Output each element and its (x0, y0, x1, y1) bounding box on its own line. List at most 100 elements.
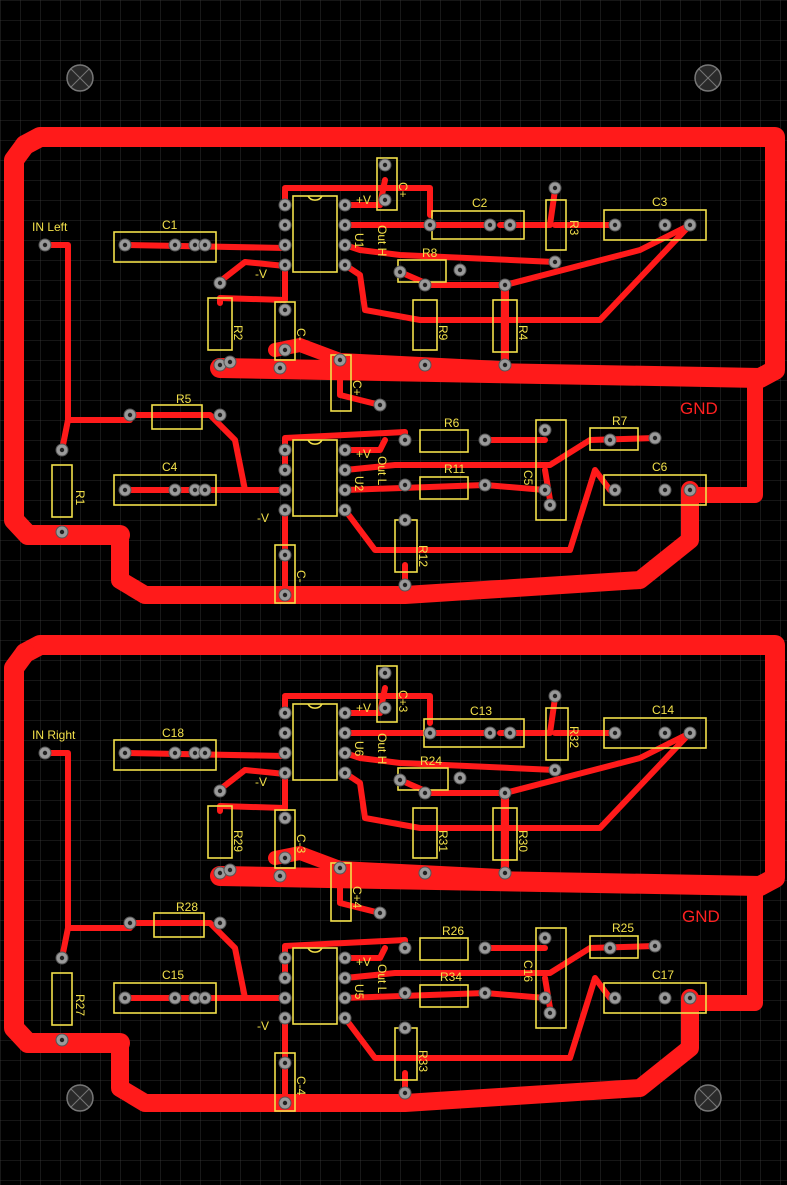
drill-hole (227, 867, 233, 873)
drill-hole (217, 412, 223, 418)
drill-hole (502, 282, 508, 288)
output-label-low: Out L (375, 964, 389, 994)
rail-label-pos: +V (356, 701, 371, 715)
opamp-u5-outline (292, 947, 338, 1025)
drill-hole (402, 1025, 408, 1031)
drill-hole (277, 873, 283, 879)
drill-hole (542, 487, 548, 493)
drill-hole (382, 670, 388, 676)
resistor-r28-outline (153, 912, 205, 938)
drill-hole (192, 242, 198, 248)
drill-hole (422, 870, 428, 876)
drill-hole (202, 995, 208, 1001)
drill-hole (337, 865, 343, 871)
resistor-r9-label: R9 (436, 325, 450, 341)
drill-hole (547, 1010, 553, 1016)
capacitor-cminus-outline (274, 301, 296, 361)
drill-hole (482, 945, 488, 951)
capacitor-c1-outline (113, 231, 217, 263)
drill-hole (282, 447, 288, 453)
drill-hole (217, 362, 223, 368)
output-label-high: Out H (375, 225, 389, 256)
capacitor-cplus3-outline (376, 665, 398, 723)
drill-hole (172, 750, 178, 756)
drill-hole (282, 750, 288, 756)
resistor-r2-outline (207, 297, 233, 351)
drill-hole (487, 730, 493, 736)
resistor-r30-outline (492, 807, 518, 861)
capacitor-cminus2-label: C- (294, 570, 308, 583)
resistor-r25-outline (589, 935, 639, 959)
drill-hole (402, 582, 408, 588)
input-label-left: IN Left (32, 220, 68, 234)
drill-hole (422, 282, 428, 288)
drill-hole (342, 770, 348, 776)
capacitor-c15-outline (113, 982, 217, 1014)
resistor-r12-label: R12 (416, 545, 430, 567)
drill-hole (282, 730, 288, 736)
drill-hole (227, 359, 233, 365)
drill-hole (122, 242, 128, 248)
opamp-u1-outline (292, 195, 338, 273)
drill-hole (282, 770, 288, 776)
drill-hole (342, 995, 348, 1001)
resistor-r34-outline (419, 984, 469, 1008)
opamp-u6-outline (292, 703, 338, 781)
resistor-r6-label: R6 (444, 416, 460, 430)
drill-hole (662, 222, 668, 228)
capacitor-cplus2-label: C+ (350, 380, 364, 396)
drill-hole (337, 357, 343, 363)
drill-hole (397, 777, 403, 783)
capacitor-cminus4-outline (274, 1052, 296, 1112)
drill-hole (342, 222, 348, 228)
resistor-r26-label: R26 (442, 924, 464, 938)
resistor-r26-outline (419, 937, 469, 961)
resistor-r29-label: R29 (231, 830, 245, 852)
resistor-r32-outline (545, 707, 569, 761)
drill-hole (282, 975, 288, 981)
capacitor-cminus4-label: C-4 (294, 1076, 308, 1096)
capacitor-c16-label: C16 (521, 960, 535, 982)
capacitor-c15-label: C15 (162, 968, 184, 982)
mounting-hole (66, 64, 94, 92)
drill-hole (342, 467, 348, 473)
resistor-r2-label: R2 (231, 325, 245, 341)
drill-hole (377, 910, 383, 916)
drill-hole (457, 267, 463, 273)
drill-hole (282, 347, 288, 353)
drill-hole (202, 242, 208, 248)
drill-hole (402, 945, 408, 951)
drill-hole (277, 365, 283, 371)
drill-hole (282, 487, 288, 493)
resistor-r7-label: R7 (612, 414, 628, 428)
resistor-r28-label: R28 (176, 900, 198, 914)
capacitor-c6-outline (603, 474, 707, 506)
resistor-r34-label: R34 (440, 970, 462, 984)
gnd-label: GND (682, 907, 720, 926)
output-label-low: Out L (375, 456, 389, 486)
mounting-hole (694, 1084, 722, 1112)
capacitor-c14-label: C14 (652, 703, 674, 717)
drill-hole (192, 995, 198, 1001)
drill-hole (427, 730, 433, 736)
rail-label-neg: -V (255, 775, 267, 789)
drill-hole (217, 280, 223, 286)
opamp-u6-label: U6 (352, 741, 366, 757)
resistor-r33-label: R33 (416, 1050, 430, 1072)
resistor-r29-outline (207, 805, 233, 859)
drill-hole (172, 487, 178, 493)
drill-hole (192, 487, 198, 493)
drill-hole (612, 995, 618, 1001)
drill-hole (42, 242, 48, 248)
capacitor-c4-label: C4 (162, 460, 178, 474)
drill-hole (482, 482, 488, 488)
drill-hole (282, 307, 288, 313)
drill-hole (662, 487, 668, 493)
capacitor-c17-label: C17 (652, 968, 674, 982)
drill-hole (59, 1037, 65, 1043)
drill-hole (342, 487, 348, 493)
gnd-label: GND (680, 399, 718, 418)
drill-hole (342, 242, 348, 248)
drill-hole (612, 730, 618, 736)
